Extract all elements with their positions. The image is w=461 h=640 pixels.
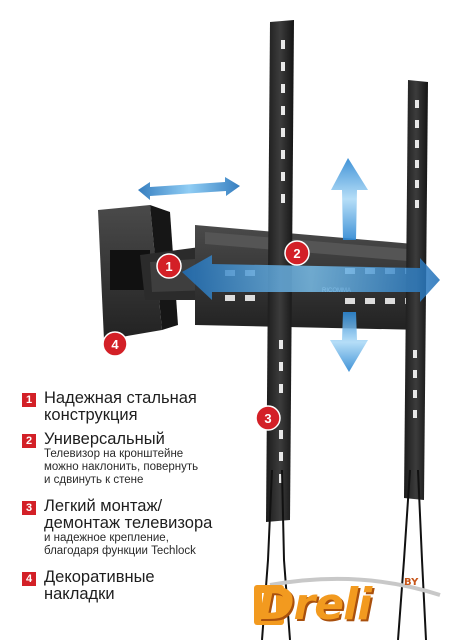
- feature-desc-line: Телевизор на кронштейне: [44, 448, 184, 460]
- marker-3: 3: [255, 405, 281, 431]
- logo-swoosh-icon: [254, 576, 441, 625]
- svg-text:1: 1: [165, 259, 172, 274]
- feature-desc-line: благодаря функции Techlock: [44, 545, 196, 557]
- feature-number: 2: [22, 434, 36, 448]
- feature-number: 1: [22, 393, 36, 407]
- feature-title-line: Надежная стальная: [44, 389, 197, 407]
- marker-1: 1: [156, 253, 182, 279]
- feature-desc-line: и надежное крепление,: [44, 532, 169, 544]
- tilt-arrow-icon: [330, 158, 368, 372]
- feature-1: 1 Надежная стальная конструкция: [22, 390, 197, 424]
- svg-text:4: 4: [111, 337, 119, 352]
- svg-text:2: 2: [293, 246, 300, 261]
- shift-arrow-icon: [182, 255, 440, 302]
- feature-title-line: Легкий монтаж/: [44, 497, 163, 515]
- feature-2: 2 Универсальный Телевизор на кронштейне …: [22, 431, 198, 487]
- swivel-arrow-icon: [138, 177, 240, 200]
- logo-text: Dreli: [258, 579, 372, 630]
- feature-desc-line: и сдвинуть к стене: [44, 474, 144, 486]
- feature-title-line: Декоративные: [44, 568, 155, 586]
- feature-number: 4: [22, 572, 36, 586]
- svg-text:3: 3: [264, 411, 271, 426]
- feature-desc-line: можно наклонить, повернуть: [44, 461, 199, 473]
- feature-number: 3: [22, 501, 36, 515]
- feature-4: 4 Декоративные накладки: [22, 569, 155, 603]
- direction-arrows: [138, 158, 440, 372]
- feature-title-line: Универсальный: [44, 430, 165, 448]
- feature-title-line: демонтаж телевизора: [44, 514, 213, 532]
- dreli-logo: Dreli BY: [250, 575, 450, 637]
- logo-suffix: BY: [404, 577, 419, 588]
- feature-3: 3 Легкий монтаж/ демонтаж телевизора и н…: [22, 498, 212, 558]
- feature-title-line: накладки: [44, 585, 115, 603]
- feature-title-line: конструкция: [44, 406, 138, 424]
- marker-4: 4: [102, 331, 128, 357]
- marker-2: 2: [284, 240, 310, 266]
